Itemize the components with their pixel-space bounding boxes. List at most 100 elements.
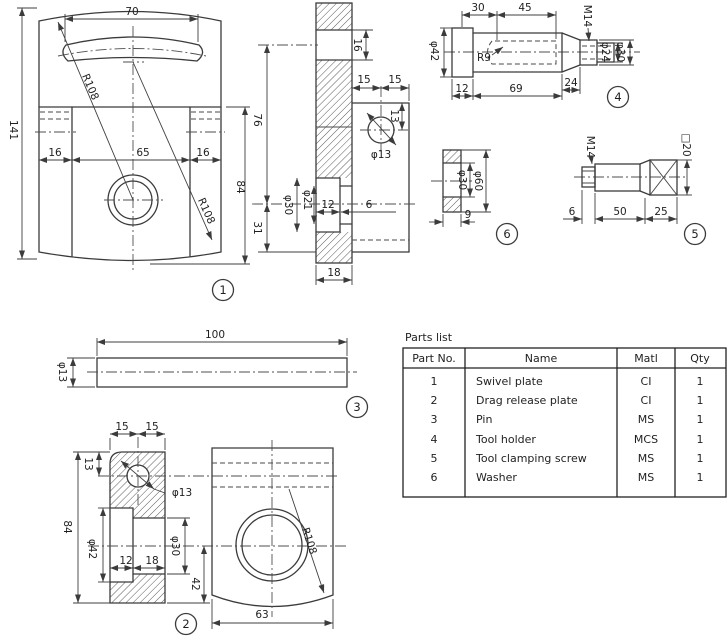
- dim-slot-16: 16: [351, 38, 363, 52]
- parts-list-table: Parts list Part No. Name Matl Qty 1 Swiv…: [402, 331, 727, 498]
- dim-141: 141: [7, 120, 19, 140]
- cell-name: Tool clamping screw: [475, 452, 587, 465]
- dim-13-plate: 13: [82, 457, 94, 470]
- cell-no: 6: [431, 471, 438, 484]
- dim-25: 25: [654, 206, 667, 218]
- balloon-5-icon: [683, 222, 707, 246]
- dim-phi30: φ30: [282, 195, 294, 215]
- dim-6: 6: [366, 199, 373, 211]
- cell-qty: 1: [697, 471, 704, 484]
- tool-holder-view: R9 M14 30 45 φ42 12 69 24 φ24 φ30 4: [428, 2, 640, 109]
- dim-42: 42: [189, 577, 201, 590]
- dim-phi30-washer: φ30: [456, 170, 468, 190]
- cell-name: Washer: [476, 471, 517, 484]
- cell-no: 3: [431, 413, 438, 426]
- dim-phi13: φ13: [371, 149, 391, 161]
- dim-50: 50: [613, 206, 626, 218]
- table-row: 4 Tool holder MCS 1: [431, 433, 704, 446]
- cell-no: 4: [431, 433, 438, 446]
- dim-phi60: φ60: [472, 171, 484, 191]
- washer-view: φ30 φ60 9 6: [429, 149, 519, 246]
- dim-69: 69: [509, 83, 522, 95]
- dim-100: 100: [205, 329, 225, 341]
- cell-no: 2: [431, 394, 438, 407]
- dim-45: 45: [518, 2, 531, 14]
- dim-m14-holder: M14: [581, 5, 593, 28]
- dim-15-a: 15: [357, 74, 370, 86]
- dim-phi24: φ24: [599, 42, 611, 63]
- dim-m14-screw: M14: [584, 136, 596, 159]
- table-row: 3 Pin MS 1: [431, 413, 704, 426]
- cell-matl: CI: [641, 375, 652, 388]
- col-name: Name: [525, 352, 558, 365]
- dim-r108-b: R108: [195, 196, 217, 226]
- cell-matl: MCS: [634, 433, 658, 446]
- dim-16-right: 16: [196, 147, 210, 159]
- dim-15-b: 15: [388, 74, 401, 86]
- cell-name: Swivel plate: [476, 375, 543, 388]
- balloon-2-icon: [174, 612, 198, 636]
- balloon-4-icon: [606, 85, 630, 109]
- dim-r9: R9: [477, 52, 491, 64]
- col-matl: Matl: [634, 352, 658, 365]
- cell-name: Drag release plate: [476, 394, 578, 407]
- cell-qty: 1: [697, 452, 704, 465]
- dim-70: 70: [125, 6, 138, 18]
- dim-30: 30: [471, 2, 484, 14]
- dim-24: 24: [564, 77, 578, 89]
- cell-matl: MS: [638, 413, 654, 426]
- dim-6-screw: 6: [569, 206, 576, 218]
- drag-release-plate-front-view: R108 63: [211, 440, 334, 629]
- dim-phi42-plate: φ42: [86, 539, 98, 559]
- balloon-3-number: 3: [353, 400, 360, 414]
- cell-matl: MS: [638, 471, 654, 484]
- dim-12-holder: 12: [455, 83, 468, 95]
- dim-16-left: 16: [48, 147, 62, 159]
- table-row: 1 Swivel plate CI 1: [431, 375, 704, 388]
- balloon-1-number: 1: [219, 283, 226, 297]
- drag-release-plate-section-view: 15 15 13 84 φ42 12 18 φ30 42 φ13 2: [61, 421, 348, 636]
- cell-name: Tool holder: [475, 433, 536, 446]
- cell-no: 5: [431, 452, 438, 465]
- cell-no: 1: [431, 375, 438, 388]
- swivel-plate-front-view: R108 R108 70 141 16 65 16 84 1: [7, 6, 250, 302]
- balloon-3-icon: [345, 395, 369, 419]
- tool-clamping-screw-view: M14 □20 6 50 25 5: [563, 133, 707, 246]
- cell-qty: 1: [697, 375, 704, 388]
- dim-76: 76: [251, 113, 263, 127]
- cell-qty: 1: [697, 413, 704, 426]
- swivel-plate-section-view: 16 76 31 15 15 13 φ13 φ30 φ21 12 6 18: [251, 2, 415, 285]
- dim-9: 9: [465, 209, 472, 221]
- dim-phi13-pin: φ13: [56, 362, 68, 382]
- cell-matl: MS: [638, 452, 654, 465]
- balloon-6-icon: [495, 222, 519, 246]
- dim-sq20: □20: [680, 133, 692, 156]
- balloon-2-number: 2: [182, 617, 189, 631]
- cell-matl: CI: [641, 394, 652, 407]
- balloon-5-number: 5: [691, 227, 698, 241]
- dim-phi30-plate: φ30: [169, 536, 181, 556]
- dim-15-a2: 15: [115, 421, 128, 433]
- cell-qty: 1: [697, 394, 704, 407]
- dim-18: 18: [327, 267, 340, 279]
- dim-12-plate: 12: [119, 555, 132, 567]
- dim-phi13-plate: φ13: [172, 487, 192, 499]
- balloon-4-number: 4: [614, 90, 621, 104]
- table-row: 5 Tool clamping screw MS 1: [431, 452, 704, 465]
- dim-phi42-holder: φ42: [428, 41, 440, 61]
- dim-63: 63: [255, 609, 268, 621]
- dim-18-plate: 18: [145, 555, 158, 567]
- table-row: 6 Washer MS 1: [431, 471, 704, 484]
- dim-31: 31: [251, 221, 263, 234]
- dim-84-plate: 84: [61, 520, 73, 534]
- cell-qty: 1: [697, 433, 704, 446]
- pin-view: 100 φ13 3: [56, 329, 369, 419]
- cell-name: Pin: [476, 413, 492, 426]
- dim-84: 84: [234, 180, 246, 194]
- dim-12: 12: [321, 199, 334, 211]
- dim-65: 65: [136, 147, 149, 159]
- balloon-6-number: 6: [503, 227, 510, 241]
- dim-13: 13: [388, 109, 400, 122]
